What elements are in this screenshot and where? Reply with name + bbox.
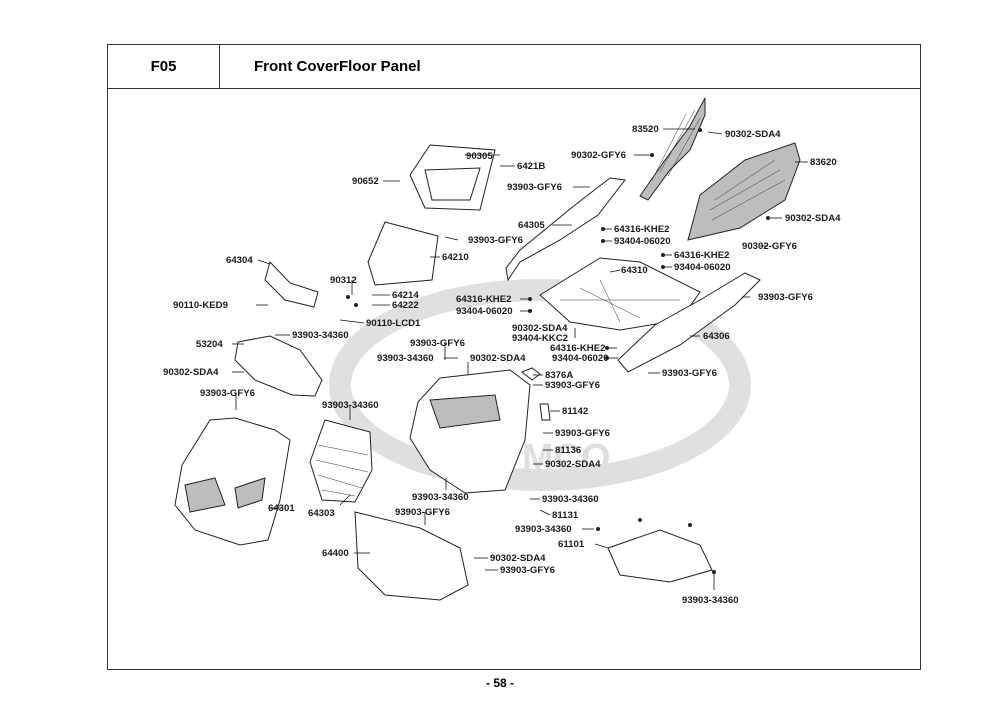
part-53204 (234, 335, 323, 397)
label-93903-34360: 93903-34360 (412, 492, 469, 503)
header-row: F05 Front CoverFloor Panel (108, 45, 920, 89)
part-64304 (264, 261, 319, 308)
label-90302-sda4: 90302-SDA4 (163, 367, 219, 378)
label-90302-sda4: 90302-SDA4 (725, 129, 781, 140)
label-90302-sda4: 90302-SDA4 (490, 553, 546, 564)
part-6421B (409, 144, 496, 211)
label-83620: 83620 (810, 157, 837, 168)
label-93903-34360: 93903-34360 (322, 400, 379, 411)
label-93903-34360: 93903-34360 (682, 595, 739, 606)
label-64316-khe2: 64316-KHE2 (456, 294, 511, 305)
label-90110-lcd1: 90110-LCD1 (366, 318, 421, 329)
label-93903-gfy6: 93903-GFY6 (410, 338, 465, 349)
part-83620 (687, 142, 801, 241)
section-code: F05 (108, 45, 220, 88)
label-90302-gfy6: 90302-GFY6 (571, 150, 626, 161)
label-64222: 64222 (392, 300, 419, 311)
label-93404-06020: 93404-06020 (456, 306, 513, 317)
label-8376a: 8376A (545, 370, 573, 381)
label-64306: 64306 (703, 331, 730, 342)
section-title: Front CoverFloor Panel (254, 58, 421, 75)
label-64400: 64400 (322, 548, 349, 559)
label-90302-sda4: 90302-SDA4 (470, 353, 526, 364)
label-90302-sda4: 90302-SDA4 (545, 459, 601, 470)
part-61101 (607, 529, 713, 583)
label-93404-06020: 93404-06020 (614, 236, 671, 247)
label-93903-34360: 93903-34360 (292, 330, 349, 341)
part-64301 (174, 417, 291, 546)
label-53204: 53204 (196, 339, 223, 350)
label-93903-gfy6: 93903-GFY6 (662, 368, 717, 379)
part-64306 (617, 272, 761, 373)
part-center-cover (409, 369, 531, 494)
label-90110-ked9: 90110-KED9 (173, 300, 228, 311)
label-93903-gfy6: 93903-GFY6 (507, 182, 562, 193)
label-83520: 83520 (632, 124, 659, 135)
fasteners (346, 128, 770, 574)
label-90302-sda4: 90302-SDA4 (785, 213, 841, 224)
part-64303 (309, 419, 373, 503)
label-93903-gfy6: 93903-GFY6 (758, 292, 813, 303)
label-93903-gfy6: 93903-GFY6 (468, 235, 523, 246)
label-64304: 64304 (226, 255, 253, 266)
label-64316-khe2: 64316-KHE2 (550, 343, 605, 354)
part-64210 (367, 221, 439, 286)
part-83520 (639, 97, 706, 201)
watermark-logo: KYMCO (329, 279, 751, 491)
label-93903-gfy6: 93903-GFY6 (500, 565, 555, 576)
label-90302-sda4: 90302-SDA4 (512, 323, 568, 334)
label-81131: 81131 (552, 510, 579, 521)
label-61101: 61101 (558, 539, 585, 550)
label-81142: 81142 (562, 406, 588, 417)
label-93404-06020: 93404-06020 (674, 262, 731, 273)
label-81136: 81136 (555, 445, 581, 456)
label-93903-gfy6: 93903-GFY6 (200, 388, 255, 399)
label-64316-khe2: 64316-KHE2 (614, 224, 669, 235)
label-64303: 64303 (308, 508, 335, 519)
part-64305 (505, 177, 626, 282)
label-64301: 64301 (268, 503, 295, 514)
label-93903-34360: 93903-34360 (542, 494, 599, 505)
label-93404-06020: 93404-06020 (552, 353, 609, 364)
page-number: - 58 - (485, 676, 514, 690)
diagram-frame: F05 Front CoverFloor Panel (107, 44, 921, 670)
label-90305: 90305 (466, 151, 493, 162)
label-64310: 64310 (621, 265, 648, 276)
label-93903-34360: 93903-34360 (377, 353, 434, 364)
label-64305: 64305 (518, 220, 545, 231)
part-81142 (539, 403, 551, 421)
label-90652: 90652 (352, 176, 379, 187)
label-90302-gfy6: 90302-GFY6 (742, 241, 797, 252)
label-93903-gfy6: 93903-GFY6 (555, 428, 610, 439)
part-64400 (354, 511, 469, 601)
label-64210: 64210 (442, 252, 469, 263)
label-64214: 64214 (392, 290, 419, 301)
part-8376A (521, 367, 541, 381)
label-93404-kkc2: 93404-KKC2 (512, 333, 568, 344)
part-labels: 83520 90302-SDA4 90302-GFY6 83620 90305 … (163, 124, 841, 606)
label-93903-gfy6: 93903-GFY6 (545, 380, 600, 391)
label-93903-gfy6: 93903-GFY6 (395, 507, 450, 518)
label-93903-34360: 93903-34360 (515, 524, 572, 535)
leader-lines (232, 128, 808, 590)
label-64316-khe2: 64316-KHE2 (674, 250, 729, 261)
label-6421b: 6421B (517, 161, 545, 172)
label-90312: 90312 (330, 275, 357, 286)
